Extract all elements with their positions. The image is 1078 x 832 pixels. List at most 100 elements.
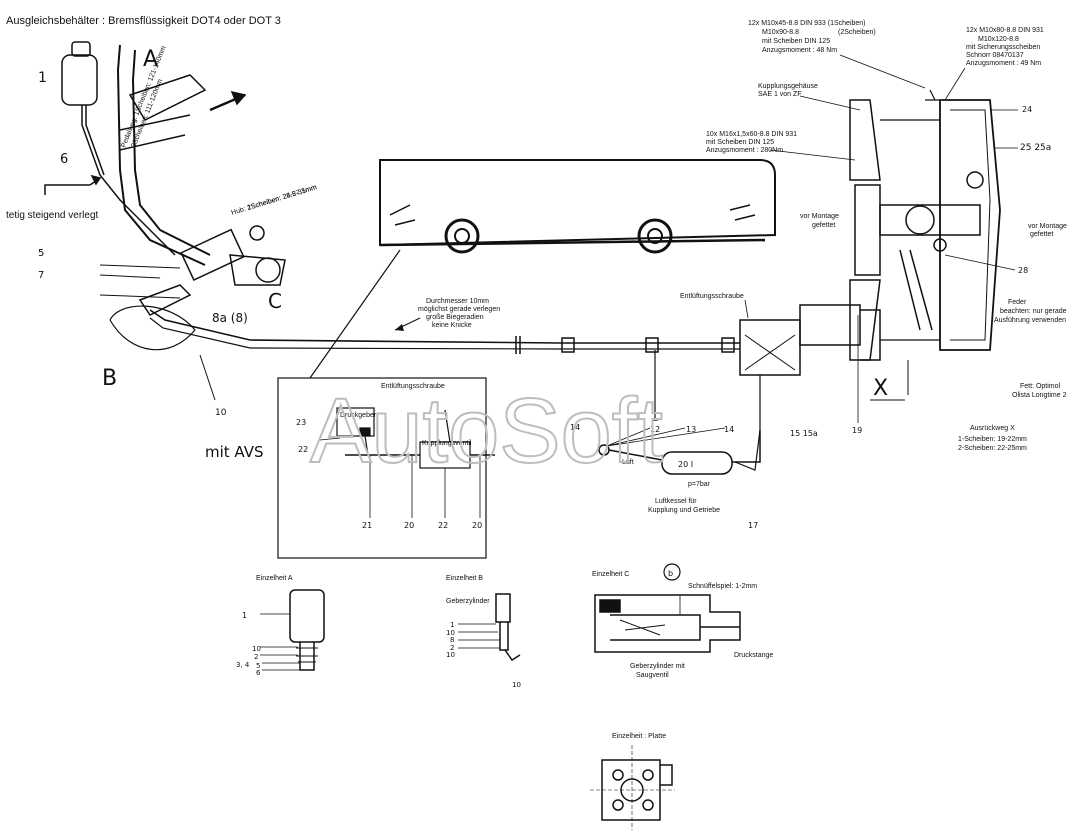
pedal-arm [116,44,206,266]
label-letter-b: B [102,366,117,391]
detail-c-drawing [594,594,741,653]
label-b-2: 2 [450,644,454,652]
label-num-8a8: 8a (8) [212,311,248,325]
label-num-10: 10 [215,408,227,418]
label-num-28: 28 [1018,266,1028,275]
label-grease-r-1: vor Montage [1028,223,1067,230]
label-detail-plate: Einzelheit : Platte [612,733,666,740]
detail-a-drawing [260,589,325,671]
label-druckgeber: Druckgeber [340,412,377,419]
label-tank-2: Kupplung und Getriebe [648,507,720,514]
label-geber-mit-1: Geberzylinder mit [630,663,685,670]
leader-10 [199,354,216,401]
label-bolts-tr-3: mit Sicherungsscheiben [966,44,1040,51]
label-spring-3: Ausführung verwenden [994,317,1066,324]
label-num-12: 12 [650,425,660,434]
label-housing-1: Kupplungsgehäuse [758,83,818,90]
label-bolts-tl-2: M10x90-8.8 [762,29,799,36]
label-spring-1: Feder [1008,299,1027,306]
label-bolts-tr-5: Anzugsmoment : 49 Nm [966,60,1041,67]
label-num-7: 7 [38,270,44,281]
label-bolts-tr-1: 12x M10x80-8.8 DIN 931 [966,27,1044,34]
label-num-20i: 20 I [678,460,693,469]
label-num-20b: 20 [404,521,414,530]
label-geber-mit-2: Saugventil [636,672,669,679]
label-num-21: 21 [362,521,372,530]
label-num-14a: 14 [570,423,580,432]
circle-b-marker [663,563,681,581]
label-geberzylinder: Geberzylinder [446,598,490,605]
label-grease-l-2: gefettet [812,222,835,229]
label-b-10c: 10 [512,681,521,689]
label-bolts-tl-3: mit Scheiben DIN 125 [762,38,830,45]
label-num-20c: 20 [472,521,482,530]
reservoir-body [61,54,98,106]
label-pipe-4: keine Knicke [432,322,472,329]
label-mit-avs: mit AVS [205,443,264,461]
label-detail-c: Einzelheit C [592,571,629,578]
label-grease-type-2: Olista Longtime 2 [1012,392,1067,399]
label-detail-a: Einzelheit A [256,575,293,582]
label-druckstange: Druckstange [734,652,773,659]
label-pipe-3: große Biegeradien [426,314,484,321]
pivot-circle [249,225,265,241]
label-release-3: 2-Scheiben: 22-25mm [958,445,1027,452]
label-bolts-m-3: Anzugsmoment : 280Nm [706,147,783,154]
label-num-14b: 14 [724,425,734,434]
label-num-25: 25 25a [1020,143,1051,153]
label-a-10: 10 [252,645,261,653]
label-release-2: 1-Scheiben: 19-22mm [958,436,1027,443]
label-letter-x: X [873,376,888,401]
label-grease-r-2: gefettet [1030,231,1053,238]
air-tank [661,451,733,475]
label-b-10b: 10 [446,651,455,659]
label-grease-l-1: vor Montage [800,213,839,220]
master-cylinder [180,228,245,282]
pedal-pad [128,74,207,121]
label-housing-2: SAE 1 von ZF [758,91,802,98]
label-bolts-tr-2: M10x120-8.8 [978,36,1019,43]
label-bolts-m-2: mit Scheiben DIN 125 [706,139,774,146]
label-a-2: 2 [254,653,258,661]
label-pipe-1: Durchmesser 10mm [426,298,489,305]
label-grease-type-1: Fett: Optimol [1020,383,1061,390]
label-tank-1: Luftkessel für [655,498,697,505]
label-num-13: 13 [686,425,696,434]
label-b-1: 1 [450,621,454,629]
label-num-24: 24 [1022,105,1032,114]
label-pressure: p=7bar [688,481,711,488]
label-pipe-2: möglichst gerade verlegen [418,306,500,313]
label-bolts-tl-4: Anzugsmoment : 48 Nm [762,47,837,54]
label-kupplungsventil: Kupplungsventil [422,440,472,447]
reservoir-cap [71,41,91,57]
label-release-1: Ausrückweg X [970,425,1015,432]
label-a-6: 6 [256,669,261,677]
label-schnueffel: Schnüffelspiel: 1-2mm [688,583,757,590]
label-bolts-tl-1: 12x M10x45-8.8 DIN 933 (1Scheiben) [748,20,866,27]
diagram-title: Ausgleichsbehälter : Bremsflüssigkeit DO… [6,15,281,27]
label-hub-2: 2Scheiben: 24-27,5mm [247,184,318,212]
bus-silhouette [309,159,776,379]
label-circle-b: b [668,569,673,578]
detail-b-drawing [458,593,521,662]
label-route-note: tetig steigend verlegt [6,210,99,221]
label-a-1: 1 [242,611,247,620]
label-b-10: 10 [446,629,455,637]
watermark: AutoSoft [310,380,663,482]
avs-inset-box [277,377,495,559]
label-letter-a: A [143,47,158,72]
label-bolts-tl-2b: (2Scheiben) [838,29,876,36]
main-hydraulic-line [149,309,561,344]
label-bolts-tr-4: Schnorr 08470137 [966,52,1024,59]
label-letter-c: C [268,289,282,313]
clutch-housing-assembly [515,89,1001,471]
label-bleed-top: Entlüftungsschraube [680,293,744,300]
label-a-5: 5 [256,662,260,670]
label-num-22b: 22 [438,521,448,530]
druckgeber-block [336,407,375,437]
label-num-5: 5 [38,248,44,259]
label-num-19: 19 [852,426,862,435]
reservoir-hose [81,105,176,256]
